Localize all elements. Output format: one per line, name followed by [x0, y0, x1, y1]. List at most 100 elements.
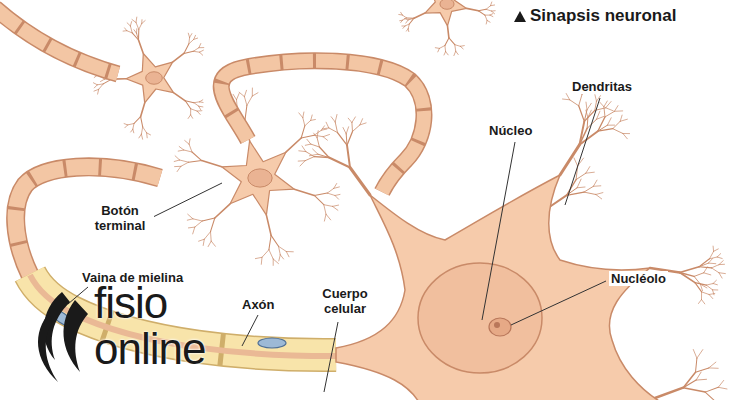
dendrite-branch	[347, 132, 353, 146]
dendrite-branch	[719, 273, 722, 278]
dendrite-branch	[193, 219, 202, 221]
dendrite-branch	[406, 20, 408, 23]
dendrite-branch	[175, 166, 181, 167]
dendrite-branch	[208, 241, 211, 247]
dendrite-branch	[262, 250, 269, 258]
dendrite-branch	[317, 131, 318, 138]
dendrite-branch	[696, 379, 706, 381]
dendrite-branch	[324, 205, 333, 207]
dendrite-branch	[347, 145, 350, 167]
dendrite-branch	[178, 150, 184, 151]
dendrite-branch	[305, 157, 314, 161]
dendrite-branch	[456, 51, 459, 54]
dendrite-branch	[699, 259, 709, 267]
dendrite-branch	[623, 133, 630, 134]
neuron-nucleus	[440, 0, 454, 9]
dendrite-branch	[717, 257, 722, 259]
dendrite-branch	[406, 29, 408, 31]
dendrite-branch	[490, 14, 493, 16]
dendrite-branch	[567, 180, 577, 196]
dendrite-branch	[141, 117, 143, 127]
dendrite-branch	[124, 124, 128, 125]
dendrite-branch	[191, 115, 193, 118]
dendrite-branch	[134, 30, 137, 34]
leader-line	[151, 183, 222, 218]
dendrite-branch	[350, 168, 370, 196]
dendrite-branch	[298, 160, 305, 161]
dendrite-branch	[185, 141, 189, 145]
dendrite-branch	[174, 160, 179, 162]
dendrite-branch	[131, 129, 133, 132]
myelin-sheath	[0, 8, 118, 74]
dendrite-branch	[563, 99, 570, 101]
dendrite-branch	[346, 134, 348, 145]
dendrite-branch	[303, 112, 304, 118]
myelin-outline	[221, 61, 424, 192]
dendrite-branch	[683, 388, 705, 392]
dendrite-branch	[317, 138, 319, 147]
dendrite-branch	[595, 95, 597, 102]
watermark-logo	[38, 292, 88, 382]
dendrite-branch	[200, 50, 204, 52]
dendrite-branch	[136, 29, 137, 34]
dendrite-branch	[335, 196, 339, 200]
dendrite-branch	[324, 205, 326, 215]
dendrite-branch	[130, 26, 132, 33]
dendrite-branch	[702, 300, 705, 304]
dendrite-branch	[318, 154, 329, 157]
dendrite-branch	[445, 38, 449, 46]
dendrite-branch	[179, 147, 184, 151]
dendrite-branch	[701, 292, 702, 300]
dendrite-branch	[593, 180, 597, 186]
dendrite-branch	[125, 125, 128, 128]
dendrite-branch	[125, 28, 127, 31]
dendrite-branch	[346, 127, 348, 134]
dendrite-branch	[719, 261, 723, 265]
dendrite-branch	[455, 45, 461, 47]
dendrite-branch	[188, 33, 189, 37]
dendrite-branch	[139, 40, 144, 54]
part-label: Axón	[240, 297, 277, 312]
dendrite-branch	[139, 134, 142, 138]
dendrite-branch	[615, 106, 619, 112]
dendrite-branch	[683, 380, 696, 388]
dendrite-branch	[607, 118, 611, 125]
dendrite-branch	[188, 214, 193, 219]
small-neurons	[126, 0, 467, 215]
dendrite-branch	[244, 97, 247, 106]
dendrite-branch	[360, 123, 366, 125]
dendrite-branch	[696, 372, 701, 380]
leader-line	[324, 322, 338, 392]
dendrite-branch	[280, 255, 283, 259]
dendrite-branch	[705, 387, 718, 392]
dendrite-branch	[309, 154, 318, 156]
dendrite-branch	[704, 273, 711, 275]
part-label: Núcleo	[487, 123, 534, 138]
dendrite-branch	[402, 26, 405, 27]
dendrite-branch	[576, 173, 586, 179]
dendrite-branch	[211, 218, 215, 232]
dendrite-branch	[301, 135, 314, 138]
dendrite-branch	[438, 48, 440, 52]
dendrite-branch	[143, 127, 147, 133]
dendrite-branch	[400, 20, 403, 22]
dendrite-branch	[584, 110, 587, 122]
dendrite-branch	[574, 158, 578, 166]
dendrite-branch	[189, 161, 202, 163]
dendrite-branch	[577, 179, 581, 188]
dendrite-branch	[343, 128, 346, 134]
dendrite-branch	[352, 117, 356, 123]
dendrite-branch	[586, 167, 590, 174]
dendrite-branch	[302, 146, 306, 152]
dendrite-branch	[702, 292, 710, 295]
dendrite-branch	[101, 79, 105, 81]
dendrite-branch	[695, 283, 702, 292]
dendrite-branch	[449, 38, 455, 45]
dendrite-branch	[348, 118, 352, 122]
dendrite-branch	[478, 9, 486, 11]
dendrite-branch	[335, 194, 340, 195]
dendrite-branch	[584, 186, 593, 192]
dendrite-branch	[199, 106, 201, 109]
dendrite-group	[93, 0, 727, 400]
